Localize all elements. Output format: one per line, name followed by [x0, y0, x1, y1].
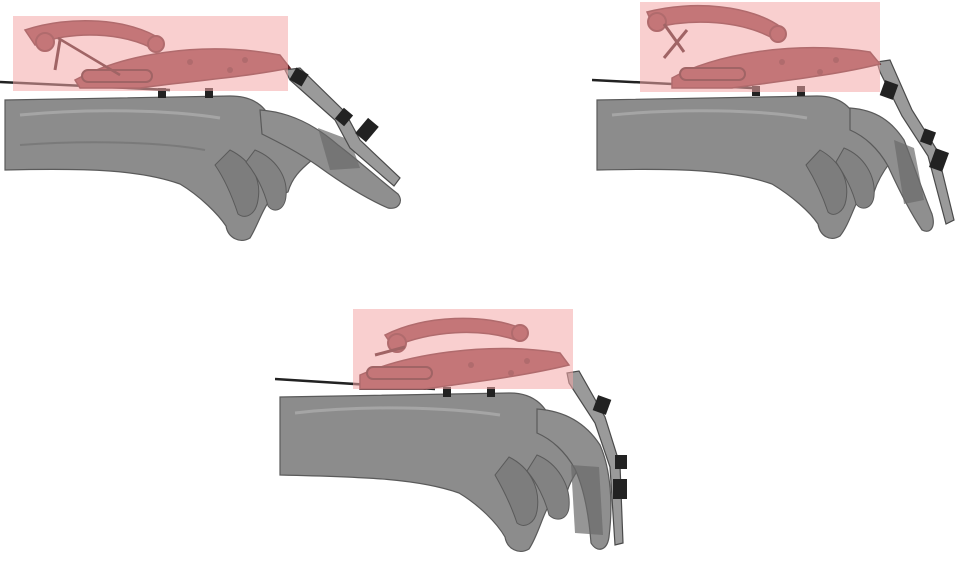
highlight-region — [353, 309, 573, 389]
joint-block — [613, 479, 627, 499]
panel-2 — [592, 0, 961, 260]
panel-1-illustration — [0, 0, 420, 260]
highlight-region — [13, 16, 288, 91]
panel-3 — [275, 305, 655, 569]
panel-1 — [0, 0, 420, 260]
highlight-region — [640, 2, 880, 92]
joint-block — [615, 455, 627, 469]
finger-sleeve — [571, 465, 603, 535]
panel-3-illustration — [275, 305, 655, 569]
panel-2-illustration — [592, 0, 961, 260]
